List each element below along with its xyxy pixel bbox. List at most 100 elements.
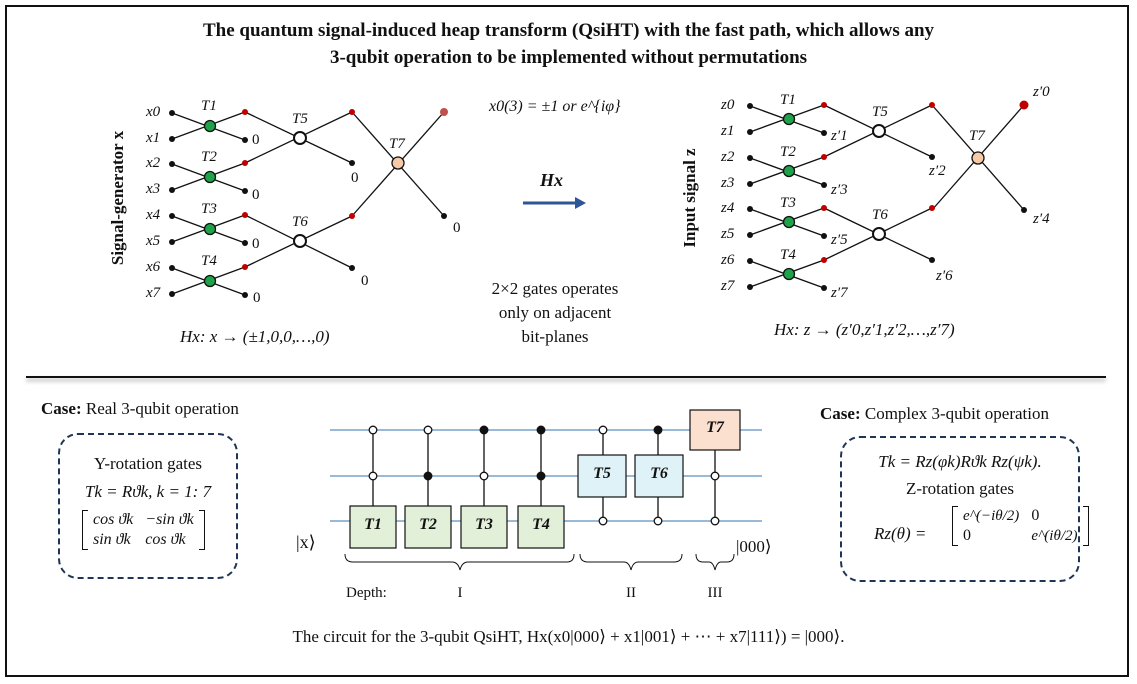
figure-title-line1: The quantum signal-induced heap transfor… [202, 20, 935, 41]
case-real-text: Real 3-qubit operation [85, 399, 239, 418]
real-case-box: Y-rotation gates Tk = Rϑk, k = 1: 7 cos … [58, 433, 238, 579]
left-graph-dots [169, 108, 448, 298]
depth-label: Depth: [346, 585, 387, 601]
input-z4: z4 [721, 200, 735, 216]
circuit-output-label: |000⟩ [736, 537, 772, 556]
matrix-cell: −sin ϑk [145, 511, 194, 528]
depth-braces [344, 553, 735, 571]
input-z5: z5 [721, 226, 735, 242]
input-z0: z0 [721, 97, 735, 113]
adjacent-note-1: 2×2 gates operates [491, 279, 619, 298]
circuit-input-label: |x⟩ [296, 532, 316, 552]
gate-label-t1: T1 [201, 98, 217, 114]
depth-III: III [707, 585, 723, 601]
matrix-cell: sin ϑk [93, 531, 131, 548]
output-z5p: z′5 [831, 232, 848, 248]
gate-label-t4: T4 [780, 247, 796, 263]
left-graph-nodes [203, 119, 405, 288]
input-z6: z6 [721, 252, 735, 268]
matrix-cell: cos ϑk [93, 511, 134, 528]
zero-output: 0 [252, 236, 260, 252]
matrix-cell: e^(−iθ/2) [963, 508, 1020, 524]
z-rotation-matrix: e^(−iθ/2) 0 0 e^(iθ/2) [952, 506, 1089, 546]
input-x6: x6 [146, 259, 161, 275]
transform-arrow [523, 197, 586, 209]
gate-label-t6: T6 [872, 207, 888, 223]
input-z1: z1 [721, 123, 735, 139]
z-rotation-title: Z-rotation gates [905, 479, 1015, 498]
output-z3p: z′3 [831, 182, 848, 198]
circuit-gate-t7: T7 [706, 419, 724, 436]
circuit-gate-t3: T3 [475, 516, 493, 533]
input-x0: x0 [146, 104, 161, 120]
input-x3: x3 [146, 181, 161, 197]
output-z0p: z′0 [1033, 84, 1050, 100]
y-rotation-title: Y-rotation gates [93, 454, 203, 473]
gate-label-t3: T3 [780, 195, 796, 211]
complex-formula: Tk = Rz(φk)Rϑk Rz(ψk). [878, 452, 1042, 471]
circuit-gate-t5: T5 [593, 465, 611, 482]
circuit-gate-t1: T1 [364, 516, 382, 533]
input-x2: x2 [146, 155, 161, 171]
case-complex-text: Complex 3-qubit operation [864, 404, 1049, 423]
gate-label-t1: T1 [780, 92, 796, 108]
matrix-cell: 0 [963, 527, 971, 544]
gate-label-t5: T5 [872, 104, 888, 120]
gate-label-t2: T2 [780, 144, 796, 160]
y-rotation-matrix: cos ϑk −sin ϑk sin ϑk cos ϑk [82, 510, 205, 550]
x0-note: x0(3) = ±1 or e^{iφ} [489, 98, 621, 115]
arrow-label: Hx [540, 170, 564, 190]
case-label: Case: [41, 399, 82, 418]
case-complex-heading: Case: Complex 3-qubit operation [820, 404, 1049, 424]
section-separator [26, 376, 1106, 378]
gate-label-t6: T6 [292, 214, 308, 230]
case-real-heading: Case: Real 3-qubit operation [41, 399, 239, 419]
signal-generator-label: Signal-generator x [108, 130, 127, 266]
circuit-gate-t4: T4 [532, 516, 550, 533]
output-z7p: z′7 [831, 285, 848, 301]
circuit-gate-boxes [349, 409, 741, 549]
matrix-cell: 0 [1031, 507, 1040, 524]
right-graph-nodes [782, 112, 985, 281]
gate-label-t5: T5 [292, 111, 308, 127]
gate-label-t7: T7 [969, 128, 985, 144]
output-z4p: z′4 [1033, 211, 1050, 227]
left-caption: Hx: x → (±1,0,0,…,0) [180, 327, 330, 346]
input-z3: z3 [721, 175, 735, 191]
right-caption: Hx: z → (z′0,z′1,z′2,…,z′7) [774, 320, 955, 339]
matrix-cell: e^(iθ/2) [1031, 528, 1078, 544]
input-x4: x4 [146, 207, 161, 223]
output-z1p: z′1 [831, 128, 848, 144]
input-z2: z2 [721, 149, 735, 165]
gate-label-t7: T7 [389, 136, 405, 152]
input-x7: x7 [146, 285, 161, 301]
adjacent-note-3: bit-planes [521, 327, 589, 346]
circuit-caption: The circuit for the 3-qubit QsiHT, Hx(x0… [292, 627, 845, 646]
zero-output: 0 [252, 132, 260, 148]
case-label: Case: [820, 404, 861, 423]
figure-title-line2: 3-qubit operation to be implemented with… [329, 47, 808, 68]
rz-label: Rz(θ) = [874, 524, 927, 543]
gate-label-t2: T2 [201, 149, 217, 165]
matrix-cell: cos ϑk [145, 531, 186, 548]
input-x1: x1 [146, 130, 161, 146]
zero-output: 0 [361, 273, 369, 289]
input-signal-label: Input signal z [680, 148, 699, 248]
figure-frame [5, 5, 1129, 677]
input-z7: z7 [721, 278, 735, 294]
output-z2p: z′2 [929, 163, 946, 179]
zero-output: 0 [252, 187, 260, 203]
input-x5: x5 [146, 233, 161, 249]
zero-output: 0 [253, 290, 261, 306]
real-formula: Tk = Rϑk, k = 1: 7 [84, 482, 212, 501]
depth-II: II [626, 585, 636, 601]
zero-output: 0 [351, 170, 359, 186]
output-z6p: z′6 [936, 268, 953, 284]
gate-label-t3: T3 [201, 201, 217, 217]
zero-output: 0 [453, 220, 461, 236]
complex-case-box: Tk = Rz(φk)Rϑk Rz(ψk). Z-rotation gates … [840, 436, 1089, 582]
circuit-gate-t6: T6 [650, 465, 668, 482]
adjacent-note-2: only on adjacent [498, 303, 612, 322]
gate-label-t4: T4 [201, 253, 217, 269]
